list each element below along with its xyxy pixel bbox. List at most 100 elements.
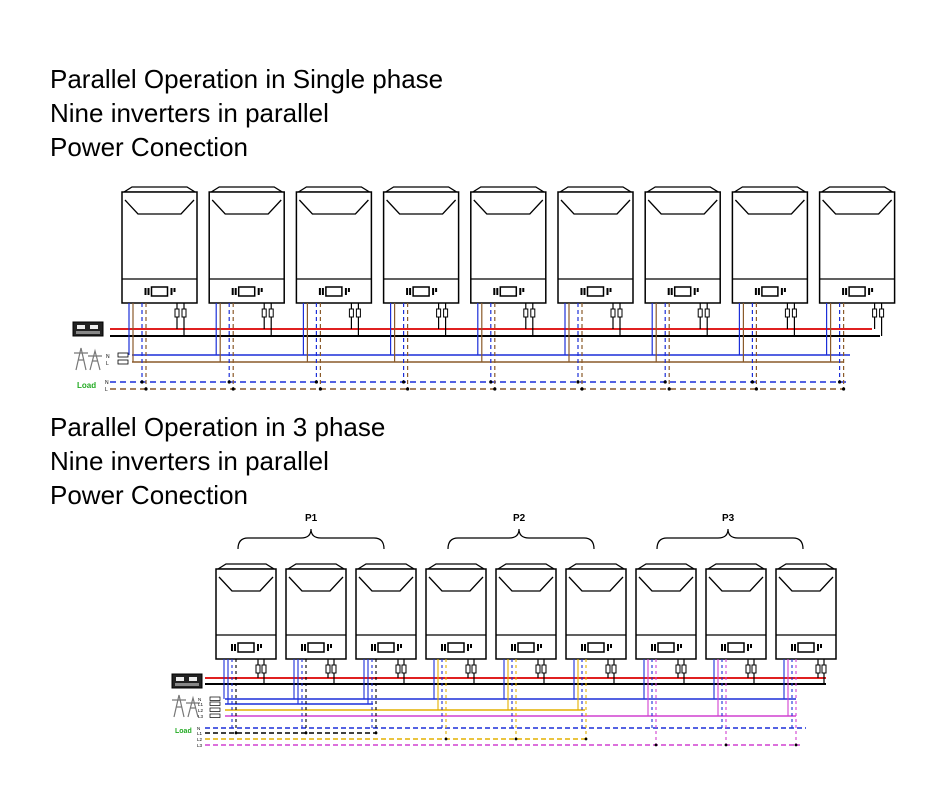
inverter-button bbox=[780, 288, 783, 295]
inverter-button bbox=[584, 644, 586, 651]
inverter-display bbox=[848, 286, 866, 297]
inverter-display bbox=[499, 286, 518, 297]
inverter-display bbox=[517, 642, 535, 653]
junction-dot bbox=[750, 380, 755, 384]
inverter-button bbox=[607, 644, 609, 651]
inverter-panel bbox=[124, 199, 195, 215]
grid-breaker bbox=[209, 713, 221, 718]
battery-label bbox=[76, 331, 100, 334]
inverter bbox=[565, 563, 627, 660]
inverter-panel bbox=[498, 576, 554, 592]
fuse-body bbox=[704, 308, 710, 318]
inverter bbox=[635, 563, 697, 660]
junction-dot bbox=[667, 387, 671, 391]
load-line-label-l1: L1 bbox=[197, 731, 203, 736]
inverter-button bbox=[467, 644, 469, 651]
inverter-button bbox=[147, 288, 150, 295]
inverter bbox=[557, 186, 634, 304]
junction-dot bbox=[374, 731, 378, 735]
fuse-body bbox=[791, 308, 797, 318]
inverter-button bbox=[581, 644, 583, 651]
fuse-body bbox=[815, 664, 821, 674]
inverter-button bbox=[651, 644, 653, 651]
inverter-button bbox=[493, 288, 496, 295]
three-phase-title-line-2: Nine inverters in parallel bbox=[50, 446, 329, 476]
inverter-button bbox=[301, 644, 303, 651]
tower-b bbox=[186, 695, 200, 718]
inverter bbox=[470, 186, 547, 304]
junction-dot bbox=[493, 387, 497, 391]
fuse-body bbox=[465, 664, 471, 674]
inverter-button bbox=[435, 288, 438, 292]
inverter-display bbox=[657, 642, 675, 653]
inverter-button bbox=[304, 644, 306, 651]
inverter-panel bbox=[211, 199, 282, 215]
inverter-button bbox=[514, 644, 516, 651]
junction-dot bbox=[794, 743, 798, 747]
group-label-p1: P1 bbox=[305, 513, 318, 524]
fuse-body bbox=[681, 664, 687, 674]
grid-breaker bbox=[117, 359, 129, 365]
fuse-body bbox=[697, 308, 703, 318]
inverter-button bbox=[470, 644, 472, 648]
inverter-display bbox=[797, 642, 815, 653]
inverter-button bbox=[750, 644, 752, 648]
grid-breaker bbox=[209, 701, 221, 706]
inverter-panel bbox=[568, 576, 624, 592]
inverter-button bbox=[677, 644, 679, 651]
junction-dot bbox=[227, 380, 231, 384]
inverter-panel bbox=[288, 576, 344, 592]
battery-label bbox=[175, 683, 199, 686]
inverter-panel bbox=[822, 199, 893, 215]
inverter-button bbox=[754, 288, 757, 295]
inverter-button bbox=[234, 288, 237, 295]
inverter-button bbox=[583, 288, 586, 295]
inverter-panel bbox=[560, 199, 631, 215]
inverter-button bbox=[680, 644, 682, 648]
junction-dot bbox=[489, 380, 493, 384]
inverter bbox=[731, 186, 809, 304]
inverter-button bbox=[791, 644, 793, 651]
grid-label-n: N bbox=[106, 354, 110, 360]
inverter-button bbox=[432, 288, 435, 295]
junction-dot bbox=[838, 380, 842, 384]
fuse-body bbox=[268, 308, 274, 318]
grid-label-l3: L3 bbox=[198, 714, 204, 719]
tower-a bbox=[74, 347, 88, 371]
load-line-label-l: L bbox=[105, 387, 108, 393]
battery-icon bbox=[171, 673, 203, 689]
inverter-button bbox=[257, 288, 260, 295]
inverter-button bbox=[441, 644, 443, 651]
junction-dot bbox=[654, 743, 658, 747]
fuse-body bbox=[261, 664, 267, 674]
fuse-body bbox=[611, 664, 617, 674]
group-label-p2: P2 bbox=[513, 513, 526, 524]
inverter-button bbox=[696, 288, 699, 292]
inverter-button bbox=[747, 644, 749, 651]
inverter-panel bbox=[218, 576, 274, 592]
inverter-display bbox=[447, 642, 465, 653]
battery-terminal bbox=[176, 677, 184, 681]
inverter-button bbox=[347, 288, 350, 292]
inverter-button bbox=[257, 644, 259, 651]
inverter-button bbox=[606, 288, 609, 295]
inverter bbox=[495, 563, 557, 660]
grid-label-l: L bbox=[106, 361, 109, 367]
junction-dot bbox=[406, 387, 410, 391]
inverter-button bbox=[721, 644, 723, 651]
inverter-button bbox=[444, 644, 446, 651]
fuse-body bbox=[872, 308, 878, 318]
inverter-button bbox=[397, 644, 399, 651]
junction-dot bbox=[580, 387, 584, 391]
inverter-button bbox=[231, 644, 233, 651]
inverter-display bbox=[377, 642, 395, 653]
battery-terminal bbox=[90, 325, 98, 329]
load-label: Load bbox=[77, 381, 96, 390]
junction-dot bbox=[724, 743, 728, 747]
inverter-button bbox=[667, 288, 670, 295]
inverter-button bbox=[409, 288, 412, 295]
inverter-button bbox=[871, 288, 874, 292]
inverter bbox=[818, 186, 896, 304]
